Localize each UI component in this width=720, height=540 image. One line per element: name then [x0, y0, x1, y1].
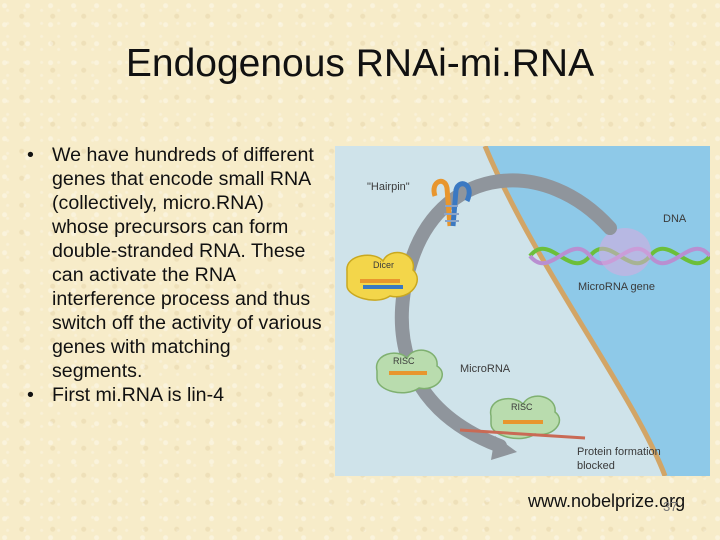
hairpin-rna: [431, 178, 472, 227]
bullet-text: We have hundreds of different genes that…: [52, 144, 322, 382]
microrna-gene-label: MicroRNA gene: [578, 281, 655, 293]
slide-title: Endogenous RNAi-mi.RNA: [125, 42, 595, 85]
dna-label: DNA: [663, 213, 687, 225]
pathway-arrow: [394, 173, 617, 453]
dna-helix: [528, 228, 710, 276]
nuclear-envelope: [482, 146, 668, 476]
protein-blocked-label-line1: Protein formation: [577, 446, 661, 458]
bullet-marker: •: [27, 144, 34, 166]
protein-blocked-label-line2: blocked: [577, 460, 615, 472]
bullet-item: • We have hundreds of different genes th…: [24, 143, 324, 383]
nucleus-region: [485, 146, 710, 476]
bullet-list: • We have hundreds of different genes th…: [24, 143, 324, 407]
hairpin-label: "Hairpin": [367, 181, 410, 193]
mirna-pathway-diagram: "Hairpin" DNA MicroRNA gene Dicer RISC M…: [335, 146, 710, 476]
dicer-complex: [346, 251, 419, 301]
risc-1-label: RISC: [393, 356, 415, 366]
microrna-gene-highlight: [599, 228, 651, 276]
dicer-label: Dicer: [373, 260, 394, 270]
risc-2-label: RISC: [511, 402, 533, 412]
risc-complex-1: [375, 349, 443, 394]
microrna-label: MicroRNA: [460, 363, 511, 375]
source-credit: www.nobelprize.org: [528, 491, 686, 511]
slide-number: 37: [663, 499, 678, 514]
risc-complex-2: [490, 395, 561, 440]
bullet-marker: •: [27, 384, 34, 406]
bullet-item: • First mi.RNA is lin-4: [24, 383, 324, 407]
bullet-text: First mi.RNA is lin-4: [52, 384, 224, 406]
mrna-strand: [459, 428, 586, 440]
pathway-arrowhead: [491, 436, 517, 460]
